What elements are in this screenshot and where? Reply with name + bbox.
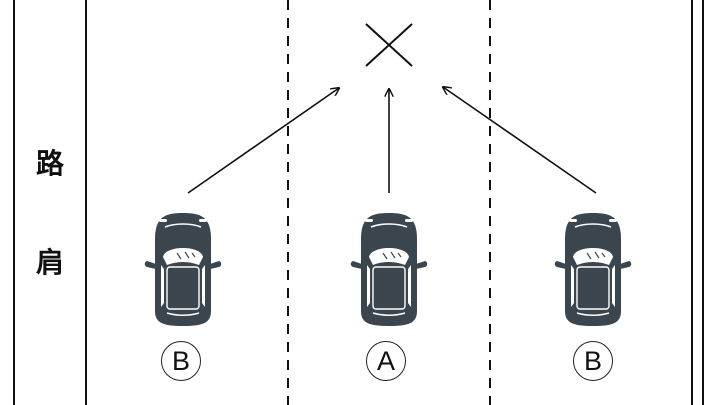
car-top-view-icon xyxy=(349,212,429,327)
shoulder-label-bottom: 肩 xyxy=(35,246,64,279)
shoulder-label-top: 路 xyxy=(35,147,64,180)
arrow-right-car xyxy=(443,87,597,194)
cross-mark-icon xyxy=(365,23,413,67)
car-top-view-icon xyxy=(143,212,223,327)
car-label-center: A xyxy=(366,341,406,381)
car-label-right: B xyxy=(573,341,613,381)
arrow-left-car xyxy=(187,88,339,194)
car-label-left: B xyxy=(161,341,201,381)
car-top-view-icon xyxy=(553,212,633,327)
